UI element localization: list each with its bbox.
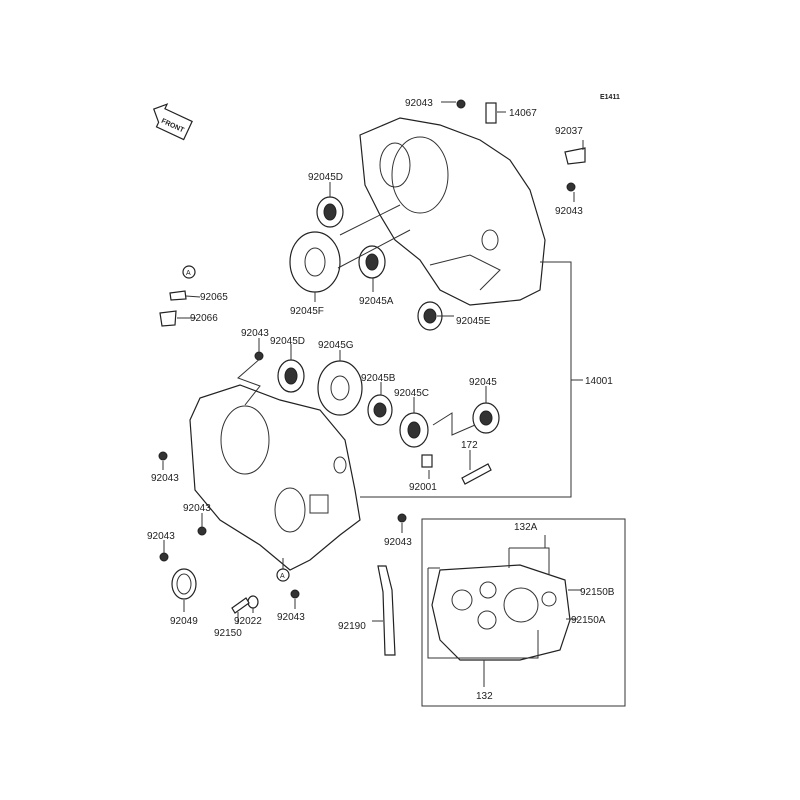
- label-92045F: 92045F: [290, 306, 324, 317]
- breather-hose-92190: [377, 565, 396, 656]
- bearing-92045F: [289, 231, 341, 293]
- label-92150B: 92150B: [580, 587, 615, 598]
- label-92043: 92043: [147, 531, 175, 542]
- label-92150: 92150: [214, 628, 242, 639]
- label-92043: 92043: [241, 328, 269, 339]
- label-92037: 92037: [555, 126, 583, 137]
- bolt-92150: [231, 597, 250, 614]
- stud-172: [461, 463, 492, 485]
- label-92045A: 92045A: [359, 296, 394, 307]
- plug-92001: [421, 454, 433, 468]
- right-crankcase-half: [359, 117, 546, 306]
- label-132: 132: [476, 691, 493, 702]
- label-92043: 92043: [384, 537, 412, 548]
- label-14001: 14001: [585, 376, 613, 387]
- left-crankcase-half: [189, 384, 361, 571]
- svg-text:A: A: [280, 573, 285, 580]
- label-92043: 92043: [405, 98, 433, 109]
- label-14067: 14067: [509, 108, 537, 119]
- bearing-92045G: [317, 360, 363, 416]
- collar-14067: [485, 102, 497, 124]
- label-92045E: 92045E: [456, 316, 491, 327]
- o-ring-92022: [247, 595, 259, 609]
- label-92043: 92043: [555, 206, 583, 217]
- label-92043: 92043: [277, 612, 305, 623]
- label-172: 172: [461, 440, 478, 451]
- label-92065: 92065: [200, 292, 228, 303]
- svg-text:A: A: [186, 270, 191, 277]
- label-92001: 92001: [409, 482, 437, 493]
- gasket-inset: [421, 518, 626, 707]
- label-92022: 92022: [234, 616, 262, 627]
- clamp-92065: [169, 290, 187, 301]
- label-92045D: 92045D: [308, 172, 343, 183]
- bolt-92066: [159, 310, 177, 327]
- label-92150A: 92150A: [571, 615, 606, 626]
- label-132A: 132A: [514, 522, 538, 533]
- label-92045C: 92045C: [394, 388, 429, 399]
- label-92043: 92043: [151, 473, 179, 484]
- label-92049: 92049: [170, 616, 198, 627]
- pin-92043: [456, 99, 466, 109]
- diagram-code: E1411: [600, 94, 620, 101]
- label-92045D: 92045D: [270, 336, 305, 347]
- guide-92037: [564, 147, 586, 165]
- label-92045G: 92045G: [318, 340, 354, 351]
- front-arrow-icon: FRONT: [153, 103, 193, 141]
- label-92066: 92066: [190, 313, 218, 324]
- oil-seal-92049: [171, 568, 197, 600]
- label-92043: 92043: [183, 503, 211, 514]
- label-92045B: 92045B: [361, 373, 396, 384]
- ref-marker-a: [182, 265, 196, 279]
- label-92045: 92045: [469, 377, 497, 388]
- label-92190: 92190: [338, 621, 366, 632]
